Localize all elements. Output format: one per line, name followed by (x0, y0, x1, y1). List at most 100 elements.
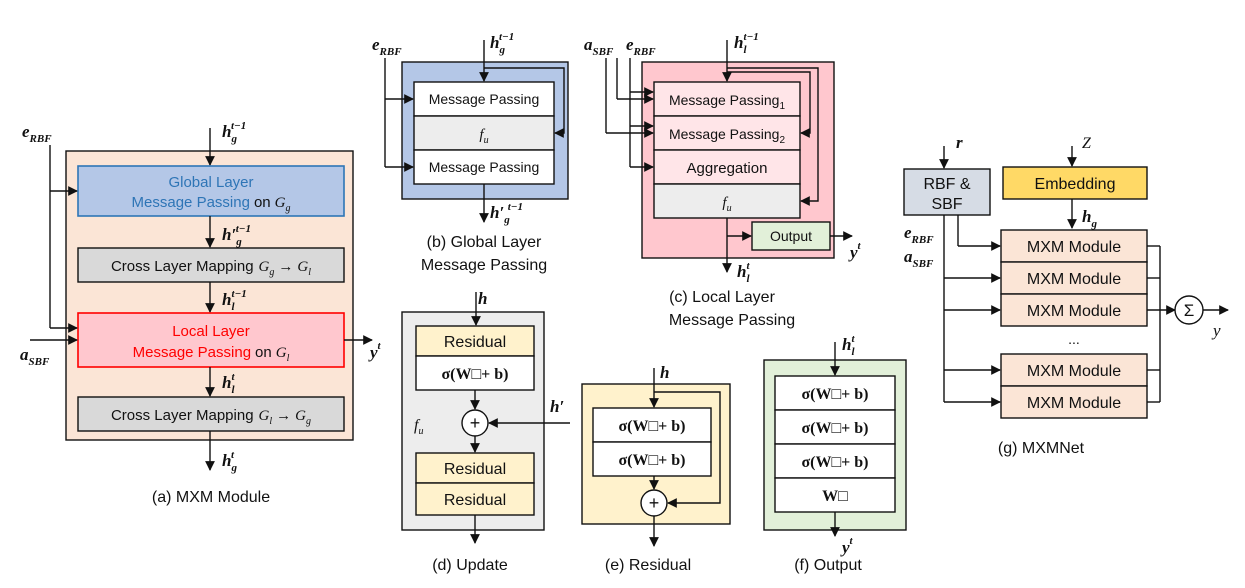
d-res1-box (415, 325, 535, 357)
g-module-2 (1000, 261, 1148, 295)
a-h-in-label: hgt−1 (222, 120, 246, 145)
g-sum-sign: Σ (1184, 301, 1195, 320)
b-mp2-box (413, 149, 555, 185)
d-h-side-label: h′ (550, 397, 564, 416)
c-mp1-label: Message Passing1 (669, 92, 786, 112)
a-h-mid2-label: hlt−1 (222, 288, 247, 313)
panel-f-output: hlt σ(W□+ b) σ(W□+ b) σ(W□+ b) W□ yt (f)… (763, 333, 907, 574)
caption-d: (d) Update (432, 557, 508, 574)
g-embedding-box (1002, 166, 1148, 200)
g-rbf-line1: RBF & (923, 176, 970, 193)
g-module-2-label: MXM Module (1027, 271, 1121, 288)
c-a-sbf-label: aSBF (584, 35, 614, 58)
caption-e: (e) Residual (605, 557, 691, 574)
d-plus-sign: + (470, 413, 481, 433)
local-layer-line1: Local Layer (172, 323, 250, 340)
g-module-5-label: MXM Module (1027, 395, 1121, 412)
c-agg-box (653, 149, 801, 185)
g-module-3-label: MXM Module (1027, 303, 1121, 320)
caption-b-line2: Message Passing (421, 257, 547, 274)
g-embedding-label: Embedding (1035, 176, 1116, 193)
e-skip-arrow (654, 391, 721, 508)
e-lin1-label: σ(W□+ b) (618, 418, 685, 435)
c-mp1-box (653, 81, 801, 117)
b-mp2-label: Message Passing (429, 159, 540, 175)
c-skip-arrow-outer (727, 67, 819, 206)
f-lin3-box (774, 443, 896, 479)
cross-mapping-2-box (77, 396, 345, 432)
b-skip-arrow (484, 67, 565, 138)
a-h-out-label: hgt (222, 449, 237, 474)
e-lin2-box (592, 441, 712, 477)
b-fu-box (413, 115, 555, 151)
f-h-in-label: hlt (842, 333, 856, 358)
g-r-label: r (956, 133, 963, 152)
caption-g: (g) MXMNet (998, 440, 1085, 457)
e-lin1-box (592, 407, 712, 443)
local-layer-box (77, 312, 345, 368)
g-module-4 (1000, 353, 1148, 387)
a-a-sbf-label: aSBF (20, 345, 50, 368)
g-e-rbf-label: eRBF (904, 223, 934, 246)
g-a-sbf-label: aSBF (904, 247, 934, 270)
cross-mapping-1-box (77, 247, 345, 283)
caption-a: (a) MXM Module (152, 489, 270, 506)
panel-g-mxmnet: r RBF & SBF Z Embedding hg MXM Module MX… (903, 133, 1229, 457)
b-e-rbf-label: eRBF (372, 35, 402, 58)
d-res3-label: Residual (444, 492, 506, 509)
b-mp1-label: Message Passing (429, 91, 540, 107)
g-rbf-line2: SBF (931, 196, 962, 213)
a-e-rbf-label: eRBF (22, 122, 52, 145)
f-lin2-label: σ(W□+ b) (801, 420, 868, 437)
a-h-mid3-label: hlt (222, 371, 236, 396)
e-plus-sign: + (649, 493, 660, 513)
g-y-label: y (1211, 321, 1221, 340)
f-lin1-box (774, 375, 896, 411)
caption-c-line2: Message Passing (669, 312, 795, 329)
d-h-in-label: h (478, 289, 487, 308)
c-output-box (751, 221, 831, 251)
panel-b-global-mp: Message Passing fu Message Passing hgt−1… (372, 31, 569, 274)
panel-c-local-mp: Message Passing1 Message Passing2 Aggreg… (584, 31, 862, 329)
f-y-out-label: yt (840, 535, 854, 557)
c-output-label: Output (770, 228, 812, 244)
g-module-3 (1000, 293, 1148, 327)
c-fu-label: fu (722, 195, 731, 214)
g-module-5 (1000, 385, 1148, 419)
g-hg-label: hg (1082, 207, 1097, 230)
f-lin3-label: σ(W□+ b) (801, 454, 868, 471)
global-layer-line1: Global Layer (168, 174, 253, 191)
c-h-in-label: hlt−1 (734, 31, 759, 56)
g-z-label: Z (1082, 135, 1092, 152)
panel-e-residual: h σ(W□+ b) σ(W□+ b) + (e) Residual (581, 363, 731, 574)
g-module-1 (1000, 229, 1148, 263)
caption-c-line1: (c) Local Layer (669, 289, 775, 306)
d-lin-label: σ(W□+ b) (441, 366, 508, 383)
b-h-out-label: h′gt−1 (490, 201, 523, 226)
b-mp1-box (413, 81, 555, 117)
e-h-in-label: h (660, 363, 669, 382)
global-layer-box (77, 165, 345, 217)
f-lin4-label: W□ (822, 488, 848, 505)
c-skip-arrow-inner (727, 71, 811, 138)
g-module-4-label: MXM Module (1027, 363, 1121, 380)
g-rbf-sbf-box (903, 168, 991, 216)
g-module-1-label: MXM Module (1027, 239, 1121, 256)
b-h-in-label: hgt−1 (490, 31, 514, 56)
a-y-out-label: yt (368, 340, 382, 362)
g-dots: ... (1068, 331, 1080, 347)
e-lin2-label: σ(W□+ b) (618, 452, 685, 469)
c-mp2-label: Message Passing2 (669, 126, 786, 146)
f-lin2-box (774, 409, 896, 445)
b-fu-label: fu (479, 127, 488, 146)
a-h-mid1-label: h′gt−1 (222, 223, 251, 248)
f-lin1-label: σ(W□+ b) (801, 386, 868, 403)
d-res3-box (415, 482, 535, 516)
c-h-out-label: hlt (737, 260, 751, 285)
